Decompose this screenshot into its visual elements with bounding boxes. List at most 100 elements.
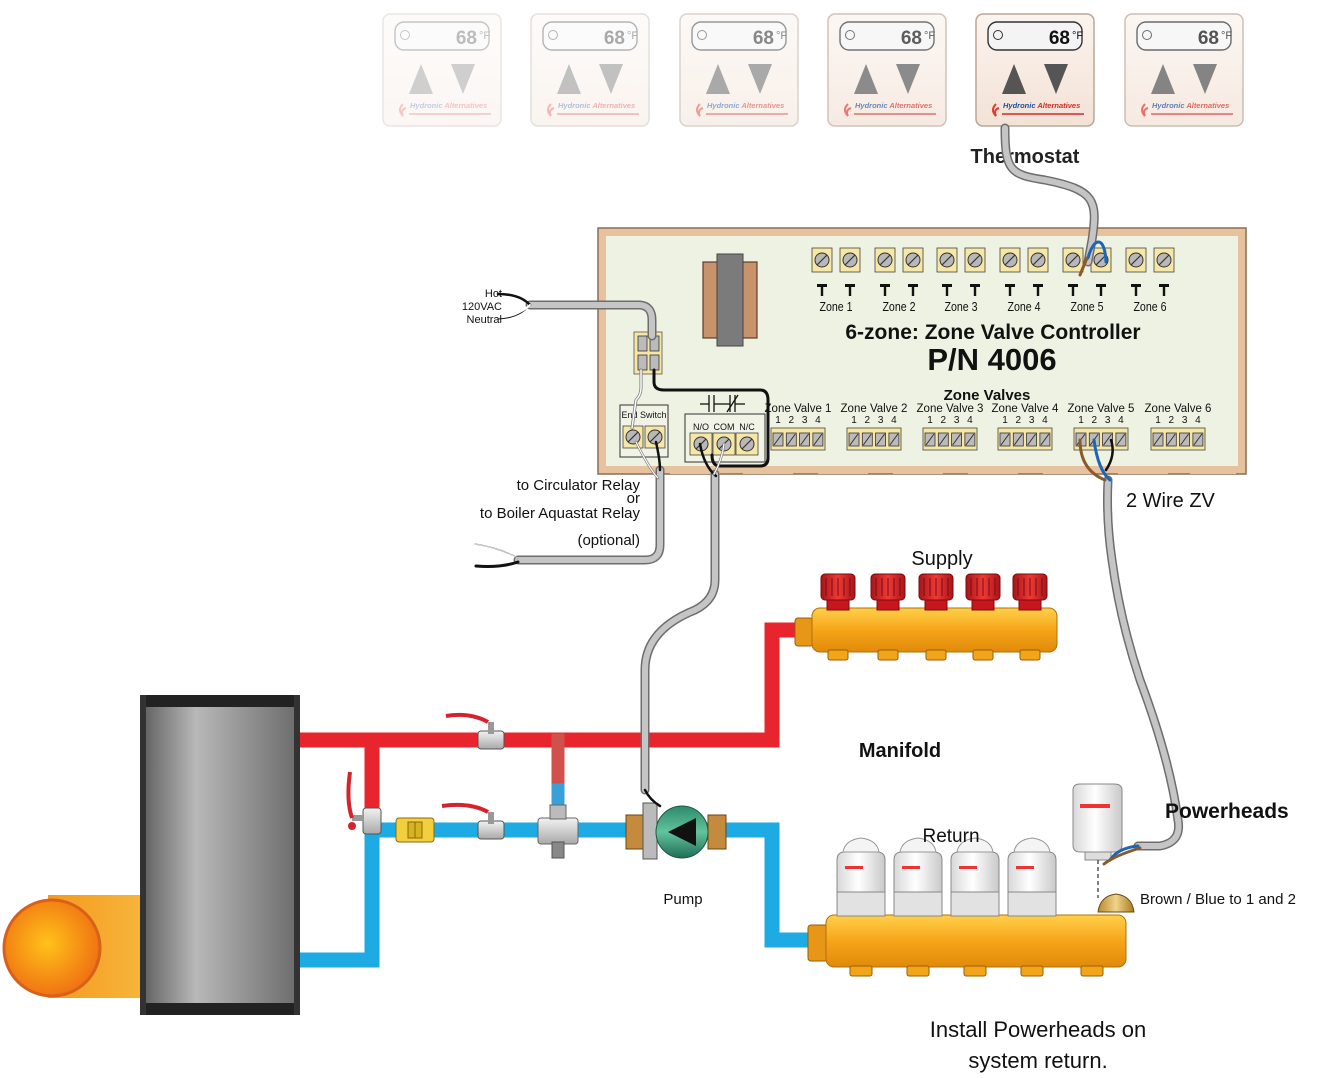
thermostat-display: [394, 21, 490, 51]
up-arrow-icon[interactable]: [409, 64, 433, 94]
end-switch-terminal: End Switch: [619, 404, 669, 458]
power-input-labels: Hot 120VAC Neutral: [462, 288, 502, 326]
flame-logo-icon: [844, 103, 852, 117]
zone-label: Zone 6: [1133, 300, 1166, 314]
brand-text: Hydronic Alternatives: [707, 101, 784, 110]
temperature-unit: °F: [627, 30, 638, 42]
zone-valve-label: Zone Valve 1: [765, 403, 832, 415]
manifold-outlet: [1019, 649, 1041, 661]
valve-terminal-number: 1: [1002, 415, 1008, 426]
clock-icon: [400, 30, 410, 40]
brand-text: Hydronic Alternatives: [410, 101, 487, 110]
valve-terminal-number: 4: [1195, 415, 1201, 426]
down-arrow-icon[interactable]: [1193, 64, 1217, 94]
part-number: P/N 4006: [927, 342, 1056, 377]
up-arrow-icon[interactable]: [706, 64, 730, 94]
manifold-outlet: [963, 965, 987, 977]
supply-valve-cap: [820, 573, 856, 611]
valve-terminal-number: 1: [1078, 415, 1084, 426]
zone-valves-heading: Zone Valves: [944, 387, 1031, 404]
mixing-valve: [537, 804, 579, 859]
down-arrow-icon[interactable]: [1044, 64, 1068, 94]
valve-terminal-number: 3: [1105, 415, 1111, 426]
clock-icon: [1142, 30, 1152, 40]
manifold-outlet: [1080, 965, 1104, 977]
supply-valve-cap: [870, 573, 906, 611]
zone-3-terminal: Zone 3: [936, 247, 986, 314]
thermostat-display: [1136, 21, 1232, 51]
clock-icon: [697, 30, 707, 40]
temperature-value: 68: [456, 28, 477, 49]
manifold-outlet: [906, 965, 930, 977]
valve-terminal-number: 1: [927, 415, 933, 426]
up-arrow-icon[interactable]: [854, 64, 878, 94]
valve-terminal-number: 1: [775, 415, 781, 426]
manifold-outlet: [925, 649, 947, 661]
manifold-outlet: [972, 649, 994, 661]
circulator-line-1: to Circulator Relay: [517, 477, 641, 494]
ball-valve-boiler: [346, 771, 382, 835]
valve-terminal-number: 2: [1016, 415, 1022, 426]
clock-icon: [993, 30, 1003, 40]
thermostat-display: [542, 21, 638, 51]
zone-valve-label: Zone Valve 5: [1068, 403, 1135, 415]
relay-contact-symbol: [700, 394, 745, 413]
flame-logo-icon: [399, 103, 407, 117]
valve-terminal-number: 1: [1155, 415, 1161, 426]
up-arrow-icon[interactable]: [1002, 64, 1026, 94]
zone-label: Zone 4: [1007, 300, 1041, 314]
valve-terminal-number: 4: [1118, 415, 1124, 426]
flame-logo-icon: [1141, 103, 1149, 117]
pump-label: Pump: [663, 891, 702, 908]
valve-terminal-number: 2: [865, 415, 871, 426]
wiring: [474, 123, 1184, 866]
supply-valve-cap: [965, 573, 1001, 611]
down-arrow-icon[interactable]: [896, 64, 920, 94]
zone-valve-label: Zone Valve 3: [917, 403, 984, 415]
return-label: Return: [922, 826, 979, 847]
zone-6-terminal: Zone 6: [1125, 247, 1175, 314]
manifold-outlet: [827, 649, 849, 661]
clock-icon: [845, 30, 855, 40]
zone-label: Zone 3: [944, 300, 977, 314]
supply-valve-cap: [1012, 573, 1048, 611]
down-arrow-icon[interactable]: [599, 64, 623, 94]
brand-text: Hydronic Alternatives: [558, 101, 635, 110]
valve-terminal-number: 4: [815, 415, 821, 426]
valve-terminal-number: 2: [941, 415, 947, 426]
check-valve: [395, 817, 435, 843]
powerheads-label: Powerheads: [1165, 800, 1289, 823]
boiler: [140, 695, 300, 1015]
valve-terminal-number: 2: [789, 415, 795, 426]
two-wire-zv-label: 2 Wire ZV: [1126, 490, 1216, 512]
brand-text: Hydronic Alternatives: [1152, 101, 1229, 110]
manifold-label: Manifold: [859, 740, 941, 762]
up-arrow-icon[interactable]: [557, 64, 581, 94]
valve-terminal-number: 4: [967, 415, 973, 426]
circulator-relay-note: to Circulator Relay or to Boiler Aquasta…: [480, 477, 641, 549]
zone-label: Zone 2: [882, 300, 915, 314]
up-arrow-icon[interactable]: [1151, 64, 1175, 94]
valve-terminal-number: 4: [891, 415, 897, 426]
thermostat-display: [839, 21, 935, 51]
powerhead: [1007, 837, 1057, 917]
manifold-outlet: [1020, 965, 1044, 977]
supply-valve-cap: [918, 573, 954, 611]
zone-label: Zone 1: [819, 300, 852, 314]
zone-valve-label: Zone Valve 2: [841, 403, 908, 415]
down-arrow-icon[interactable]: [748, 64, 772, 94]
temperature-value: 68: [604, 28, 625, 49]
controller-title: 6-zone: Zone Valve Controller: [845, 321, 1140, 344]
temperature-value: 68: [753, 28, 774, 49]
down-arrow-icon[interactable]: [451, 64, 475, 94]
thermostat-display: [987, 21, 1083, 51]
thermostat-label: Thermostat: [971, 146, 1080, 168]
circulator-line-4: (optional): [577, 532, 640, 549]
thermostat-2: 68°F Hydronic Alternatives: [530, 13, 650, 127]
